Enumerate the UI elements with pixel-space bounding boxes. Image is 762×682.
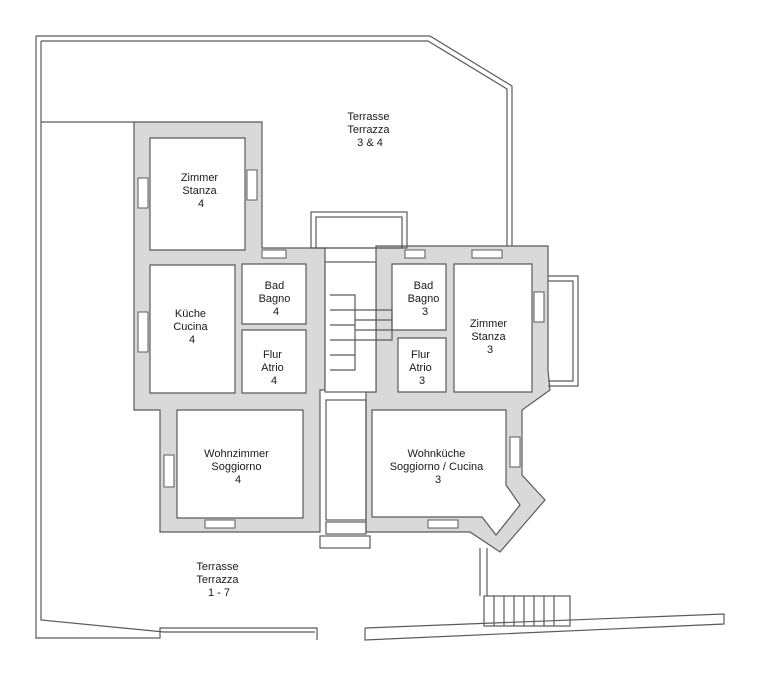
label-zimmer-3: Zimmer Stanza 3 bbox=[470, 318, 510, 356]
label-terrasse-1-7: Terrasse Terrazza 1 - 7 bbox=[196, 561, 241, 599]
central-stair-core bbox=[310, 211, 408, 549]
label-flur-4: Flur Atrio 4 bbox=[261, 349, 287, 387]
label-wohnzimmer-4: Wohnzimmer Soggiorno 4 bbox=[204, 448, 272, 486]
windows bbox=[137, 169, 545, 529]
label-terrasse-3-4: Terrasse Terrazza 3 & 4 bbox=[347, 111, 392, 149]
label-bad-4: Bad Bagno 4 bbox=[259, 280, 294, 318]
label-wohnkueche-3: Wohnküche Soggiorno / Cucina 3 bbox=[390, 448, 487, 486]
label-kueche-4: Küche Cucina 4 bbox=[173, 308, 210, 346]
label-zimmer-4: Zimmer Stanza 4 bbox=[181, 172, 221, 210]
external-stairs bbox=[479, 548, 571, 627]
terrace-boundary bbox=[35, 35, 725, 641]
right-wing-walls bbox=[365, 245, 551, 553]
label-bad-3: Bad Bagno 3 bbox=[408, 280, 443, 318]
label-flur-3: Flur Atrio 3 bbox=[409, 349, 435, 387]
right-balcony bbox=[548, 275, 579, 387]
room-labels: Terrasse Terrazza 3 & 4 Zimmer Stanza 4 … bbox=[173, 111, 510, 599]
left-wing-walls bbox=[133, 121, 326, 533]
